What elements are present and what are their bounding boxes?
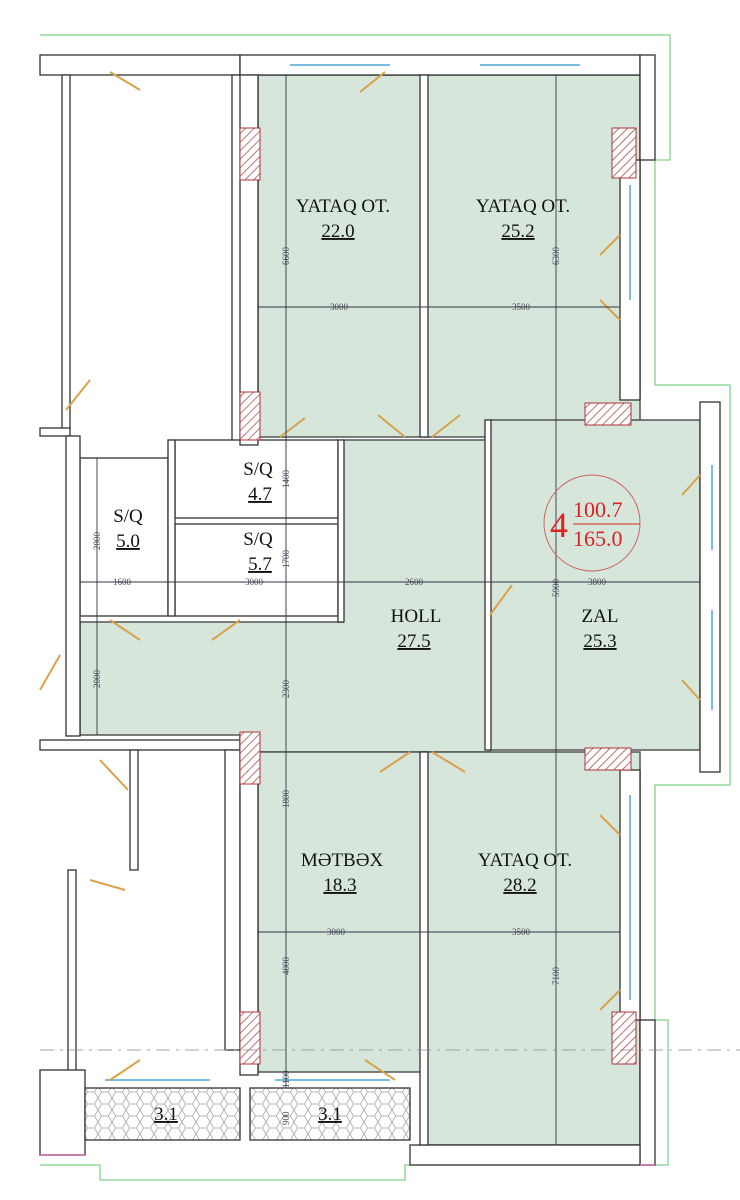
- dim-label: 2600: [405, 577, 424, 587]
- dim-label: 1100: [281, 1070, 291, 1088]
- apartment-badge: 4 100.7 165.0: [543, 474, 641, 572]
- room-name: S/Q: [243, 459, 273, 480]
- dim-label: 900: [281, 1111, 291, 1125]
- dimension-lines: [80, 75, 700, 1145]
- neighbor-unit: [39, 54, 243, 1156]
- room-name: S/Q: [113, 506, 143, 527]
- site-outline: [40, 34, 731, 1181]
- dim-label: 3000: [327, 927, 346, 937]
- room-name: YATAQ OT.: [296, 196, 390, 217]
- columns: [239, 127, 637, 1065]
- room-name: YATAQ OT.: [476, 196, 570, 217]
- room-area: 28.2: [503, 875, 536, 896]
- room-area: 18.3: [323, 875, 356, 896]
- walls: [65, 54, 721, 1166]
- room-area: 25.3: [583, 631, 616, 652]
- total-area: 165.0: [573, 526, 623, 551]
- room-storage-2: [174, 523, 339, 617]
- dim-label: 2000: [92, 670, 102, 689]
- room-labels: YATAQ OT. 22.0 YATAQ OT. 25.2 S/Q 4.7 S/…: [113, 196, 618, 1125]
- room-area: 25.2: [501, 221, 534, 242]
- room-area: 5.0: [116, 531, 140, 552]
- room-storage-3: [79, 457, 169, 617]
- room-name: HOLL: [391, 606, 442, 627]
- windows: [105, 64, 713, 1081]
- balcony-area: 3.1: [154, 1104, 178, 1125]
- dim-label: 1600: [113, 577, 132, 587]
- room-name: MƏTBƏX: [301, 850, 384, 871]
- door-swings: [39, 71, 701, 1081]
- dim-label: 7100: [551, 967, 561, 986]
- room-name: S/Q: [243, 529, 273, 550]
- room-name: ZAL: [582, 606, 619, 627]
- dim-label: 2300: [281, 680, 291, 699]
- room-area: 27.5: [397, 631, 430, 652]
- room-area: 5.7: [248, 554, 272, 575]
- balcony-2: [249, 1087, 411, 1141]
- dim-label: 6600: [281, 247, 291, 266]
- balcony-area: 3.1: [318, 1104, 342, 1125]
- dim-label: 3800: [588, 577, 607, 587]
- dim-label: 3500: [512, 927, 531, 937]
- room-area: 22.0: [321, 221, 354, 242]
- dim-label: 1700: [281, 550, 291, 569]
- dim-label: 3000: [330, 302, 349, 312]
- balcony-1: [84, 1087, 241, 1141]
- dim-label: 6300: [551, 247, 561, 266]
- room-bedroom-3: [424, 751, 641, 1146]
- dim-label: 2800: [92, 532, 102, 551]
- room-storage-1: [174, 439, 339, 519]
- dim-label: 1800: [281, 790, 291, 809]
- room-bedroom-2: [424, 74, 641, 438]
- room-name: YATAQ OT.: [478, 850, 572, 871]
- room-area: 4.7: [248, 484, 272, 505]
- dim-label: 1400: [281, 470, 291, 489]
- dim-label: 3500: [512, 302, 531, 312]
- dim-label: 3000: [245, 577, 264, 587]
- dim-label: 5900: [551, 579, 561, 598]
- living-area: 100.7: [573, 497, 623, 522]
- dim-label: 4000: [281, 957, 291, 976]
- rooms-count: 4: [550, 505, 568, 545]
